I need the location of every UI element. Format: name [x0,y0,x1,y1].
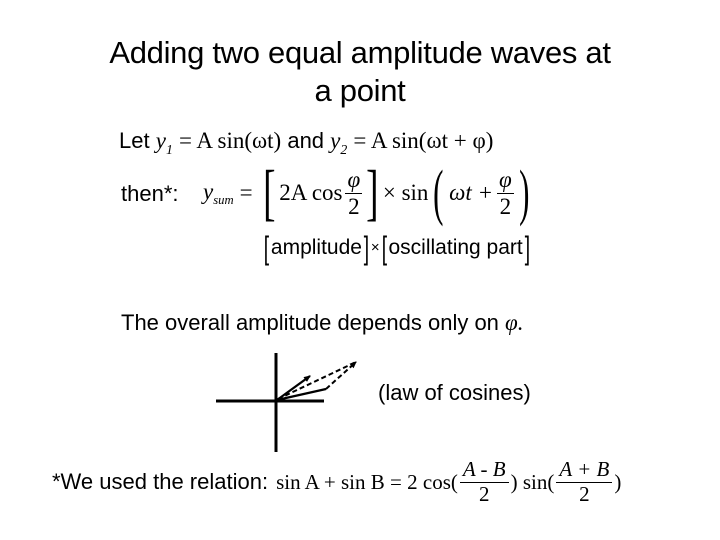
amplitude-label: amplitude [270,236,362,259]
relation-footnote: *We used the relation: sin A + sin B = 2… [52,452,621,512]
dashed-phasor [325,361,357,390]
left-paren: ( [433,158,444,227]
depends-statement: The overall amplitude depends only on φ. [121,310,524,335]
ysum-symbol: ysum [203,178,234,207]
phi-symbol: φ. [505,310,524,335]
equals-sign: = [239,180,253,205]
times-sin: × sin [382,180,429,205]
y2-symbol: y2 [330,128,348,157]
dashed-resultant [277,361,357,400]
let-word: Let [119,128,150,153]
then-label: then*: [121,181,179,206]
oscillating-part-label: oscillating part [388,236,523,259]
title-line-1: Adding two equal amplitude waves at [109,35,611,70]
relation-label: *We used the relation: [52,469,269,494]
y1-symbol: y1 [155,128,173,157]
left-bracket: [ [262,158,276,227]
y1-expression: = A sin(ωt) [178,128,282,153]
y2-expression: = A sin(ωt + φ) [353,128,494,153]
right-paren: ) [518,158,530,227]
times-symbol: × [370,239,380,256]
right-bracket: ] [366,158,379,227]
slide-title: Adding two equal amplitude waves at a po… [0,34,720,110]
law-of-cosines-label: (law of cosines) [378,380,531,405]
amplitude-oscillating-label: [ amplitude ] × [ oscillating part ] [263,230,530,266]
phasor-arrow-1 [276,375,311,401]
and-word: and [287,128,325,153]
let-equation: Let y1 = A sin(ωt) and y2 = A sin(ωt + φ… [119,126,493,165]
title-line-2: a point [314,73,406,108]
phasor-arrow-2 [276,387,327,402]
